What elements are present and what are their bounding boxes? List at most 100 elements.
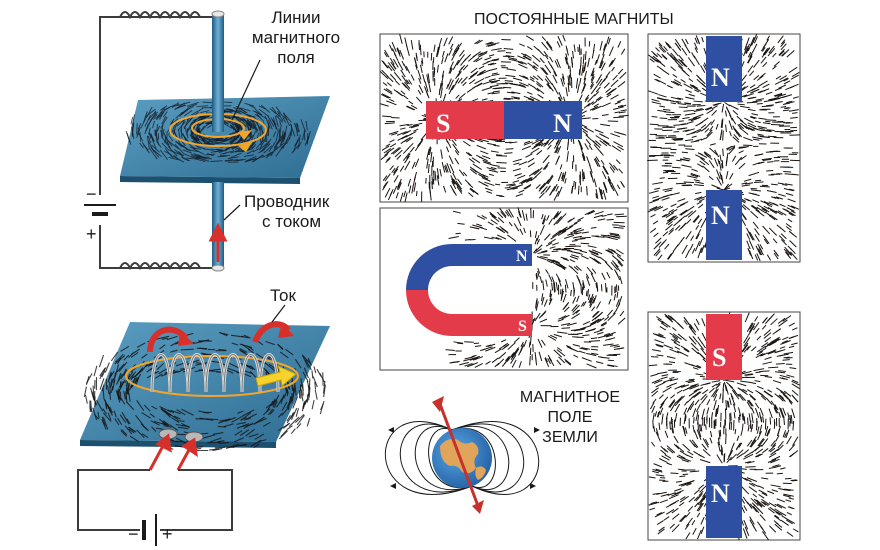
iron-filing xyxy=(750,346,757,352)
permanent-magnets-title: ПОСТОЯННЫЕ МАГНИТЫ xyxy=(474,11,674,28)
iron-filing xyxy=(389,189,394,196)
iron-filing xyxy=(783,390,792,397)
iron-filing xyxy=(610,248,616,253)
iron-filing xyxy=(664,454,672,459)
iron-filing xyxy=(190,127,193,137)
iron-filing xyxy=(134,368,144,378)
iron-filing xyxy=(530,147,540,154)
iron-filing xyxy=(502,342,509,347)
iron-filing xyxy=(117,417,123,426)
iron-filing xyxy=(200,110,210,114)
iron-filing xyxy=(659,407,664,415)
iron-filing xyxy=(693,429,699,440)
iron-filing xyxy=(236,421,246,425)
iron-filing xyxy=(649,58,655,63)
iron-filing xyxy=(451,80,459,91)
iron-filing xyxy=(661,455,670,461)
iron-filing xyxy=(602,189,607,200)
iron-filing xyxy=(527,98,535,102)
iron-filing xyxy=(153,113,158,120)
iron-filing xyxy=(701,332,708,343)
iron-filing xyxy=(701,389,709,395)
iron-filing xyxy=(786,49,795,58)
iron-filing xyxy=(277,412,283,419)
iron-filing xyxy=(399,123,409,127)
iron-filing xyxy=(586,186,588,196)
iron-filing xyxy=(115,390,121,403)
iron-filing xyxy=(382,181,389,191)
iron-filing xyxy=(124,425,133,435)
iron-filing xyxy=(721,118,724,128)
iron-filing xyxy=(617,40,622,48)
iron-filing xyxy=(608,162,616,171)
iron-filing xyxy=(651,405,656,413)
iron-filing xyxy=(780,43,787,51)
iron-filing xyxy=(579,65,582,76)
iron-filing xyxy=(736,435,740,442)
iron-filing xyxy=(650,501,658,505)
iron-filing xyxy=(296,422,302,429)
iron-filing xyxy=(657,254,663,261)
iron-filing xyxy=(780,239,788,246)
iron-filing xyxy=(121,428,128,436)
iron-filing xyxy=(513,347,520,355)
iron-filing xyxy=(551,282,554,291)
iron-filing xyxy=(521,179,527,183)
iron-filing xyxy=(654,206,664,212)
iron-filing xyxy=(512,158,522,163)
iron-filing xyxy=(655,428,659,436)
iron-filing xyxy=(701,36,704,43)
iron-filing xyxy=(674,412,678,422)
iron-filing xyxy=(677,65,686,73)
iron-filing xyxy=(616,259,624,267)
iron-filing xyxy=(665,501,677,508)
iron-filing xyxy=(684,112,696,116)
iron-filing xyxy=(590,83,595,90)
iron-filing xyxy=(533,65,538,70)
iron-filing xyxy=(259,138,266,149)
iron-filing xyxy=(286,396,293,409)
iron-filing xyxy=(673,435,679,444)
iron-filing xyxy=(408,100,414,105)
iron-filing xyxy=(581,65,584,76)
iron-filing xyxy=(278,430,288,440)
iron-filing xyxy=(784,488,794,491)
iron-filing xyxy=(606,309,614,317)
iron-filing xyxy=(586,156,591,167)
iron-filing xyxy=(768,525,777,533)
iron-filing xyxy=(658,422,661,431)
iron-filing xyxy=(754,327,760,334)
iron-filing xyxy=(673,216,679,221)
iron-filing xyxy=(547,238,556,245)
iron-filing xyxy=(587,57,590,68)
solenoid-experiment xyxy=(77,304,330,546)
iron-filing xyxy=(462,171,468,177)
iron-filing xyxy=(535,299,538,307)
iron-filing xyxy=(714,409,717,417)
iron-filing xyxy=(697,336,703,345)
iron-filing xyxy=(758,127,765,130)
iron-filing xyxy=(544,78,550,85)
iron-filing xyxy=(480,150,489,155)
iron-filing xyxy=(599,78,606,87)
iron-filing xyxy=(519,81,529,87)
iron-filing xyxy=(485,346,496,352)
iron-filing xyxy=(779,203,786,208)
pole-label-n: N xyxy=(553,109,572,138)
iron-filing xyxy=(720,444,723,456)
iron-filing xyxy=(443,37,448,47)
iron-filing xyxy=(716,454,723,464)
iron-filing xyxy=(767,458,777,463)
iron-filing xyxy=(755,353,764,359)
iron-filing xyxy=(699,375,705,378)
iron-filing xyxy=(651,387,659,394)
iron-filing xyxy=(774,523,783,531)
iron-filing xyxy=(761,157,772,161)
iron-filing xyxy=(609,87,617,94)
iron-filing xyxy=(448,48,453,56)
iron-filing xyxy=(582,154,586,161)
iron-filing xyxy=(274,115,279,128)
iron-filing xyxy=(517,55,526,60)
iron-filing xyxy=(128,371,137,380)
iron-filing xyxy=(616,184,621,190)
